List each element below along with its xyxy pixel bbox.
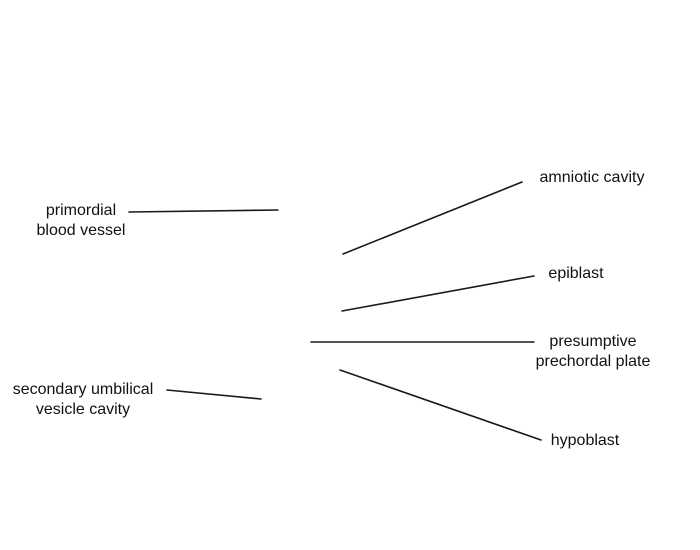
label-secondary-umbilical-vesicle-cavity: secondary umbilical vesicle cavity bbox=[4, 380, 162, 420]
leader-line-amniotic-cavity bbox=[342, 181, 523, 255]
label-line: vesicle cavity bbox=[35, 401, 131, 418]
label-line: presumptive bbox=[549, 333, 637, 350]
label-presumptive-prechordal-plate: presumptive prechordal plate bbox=[528, 332, 658, 372]
label-line: epiblast bbox=[548, 265, 604, 282]
label-primordial-blood-vessel: primordial blood vessel bbox=[30, 201, 132, 241]
label-line: blood vessel bbox=[36, 222, 126, 239]
label-epiblast: epiblast bbox=[542, 264, 610, 284]
leader-line-secondary-umbilical-vesicle-cavity bbox=[166, 389, 262, 400]
label-line: prechordal plate bbox=[535, 353, 651, 370]
label-line: secondary umbilical bbox=[12, 381, 154, 398]
leader-line-epiblast bbox=[341, 275, 535, 312]
label-line: primordial bbox=[45, 202, 117, 219]
label-amniotic-cavity: amniotic cavity bbox=[532, 168, 652, 188]
leader-line-hypoblast bbox=[339, 369, 542, 441]
label-hypoblast: hypoblast bbox=[543, 431, 627, 451]
leader-line-primordial-blood-vessel bbox=[128, 209, 279, 213]
label-line: amniotic cavity bbox=[539, 169, 645, 186]
label-line: hypoblast bbox=[550, 432, 620, 449]
